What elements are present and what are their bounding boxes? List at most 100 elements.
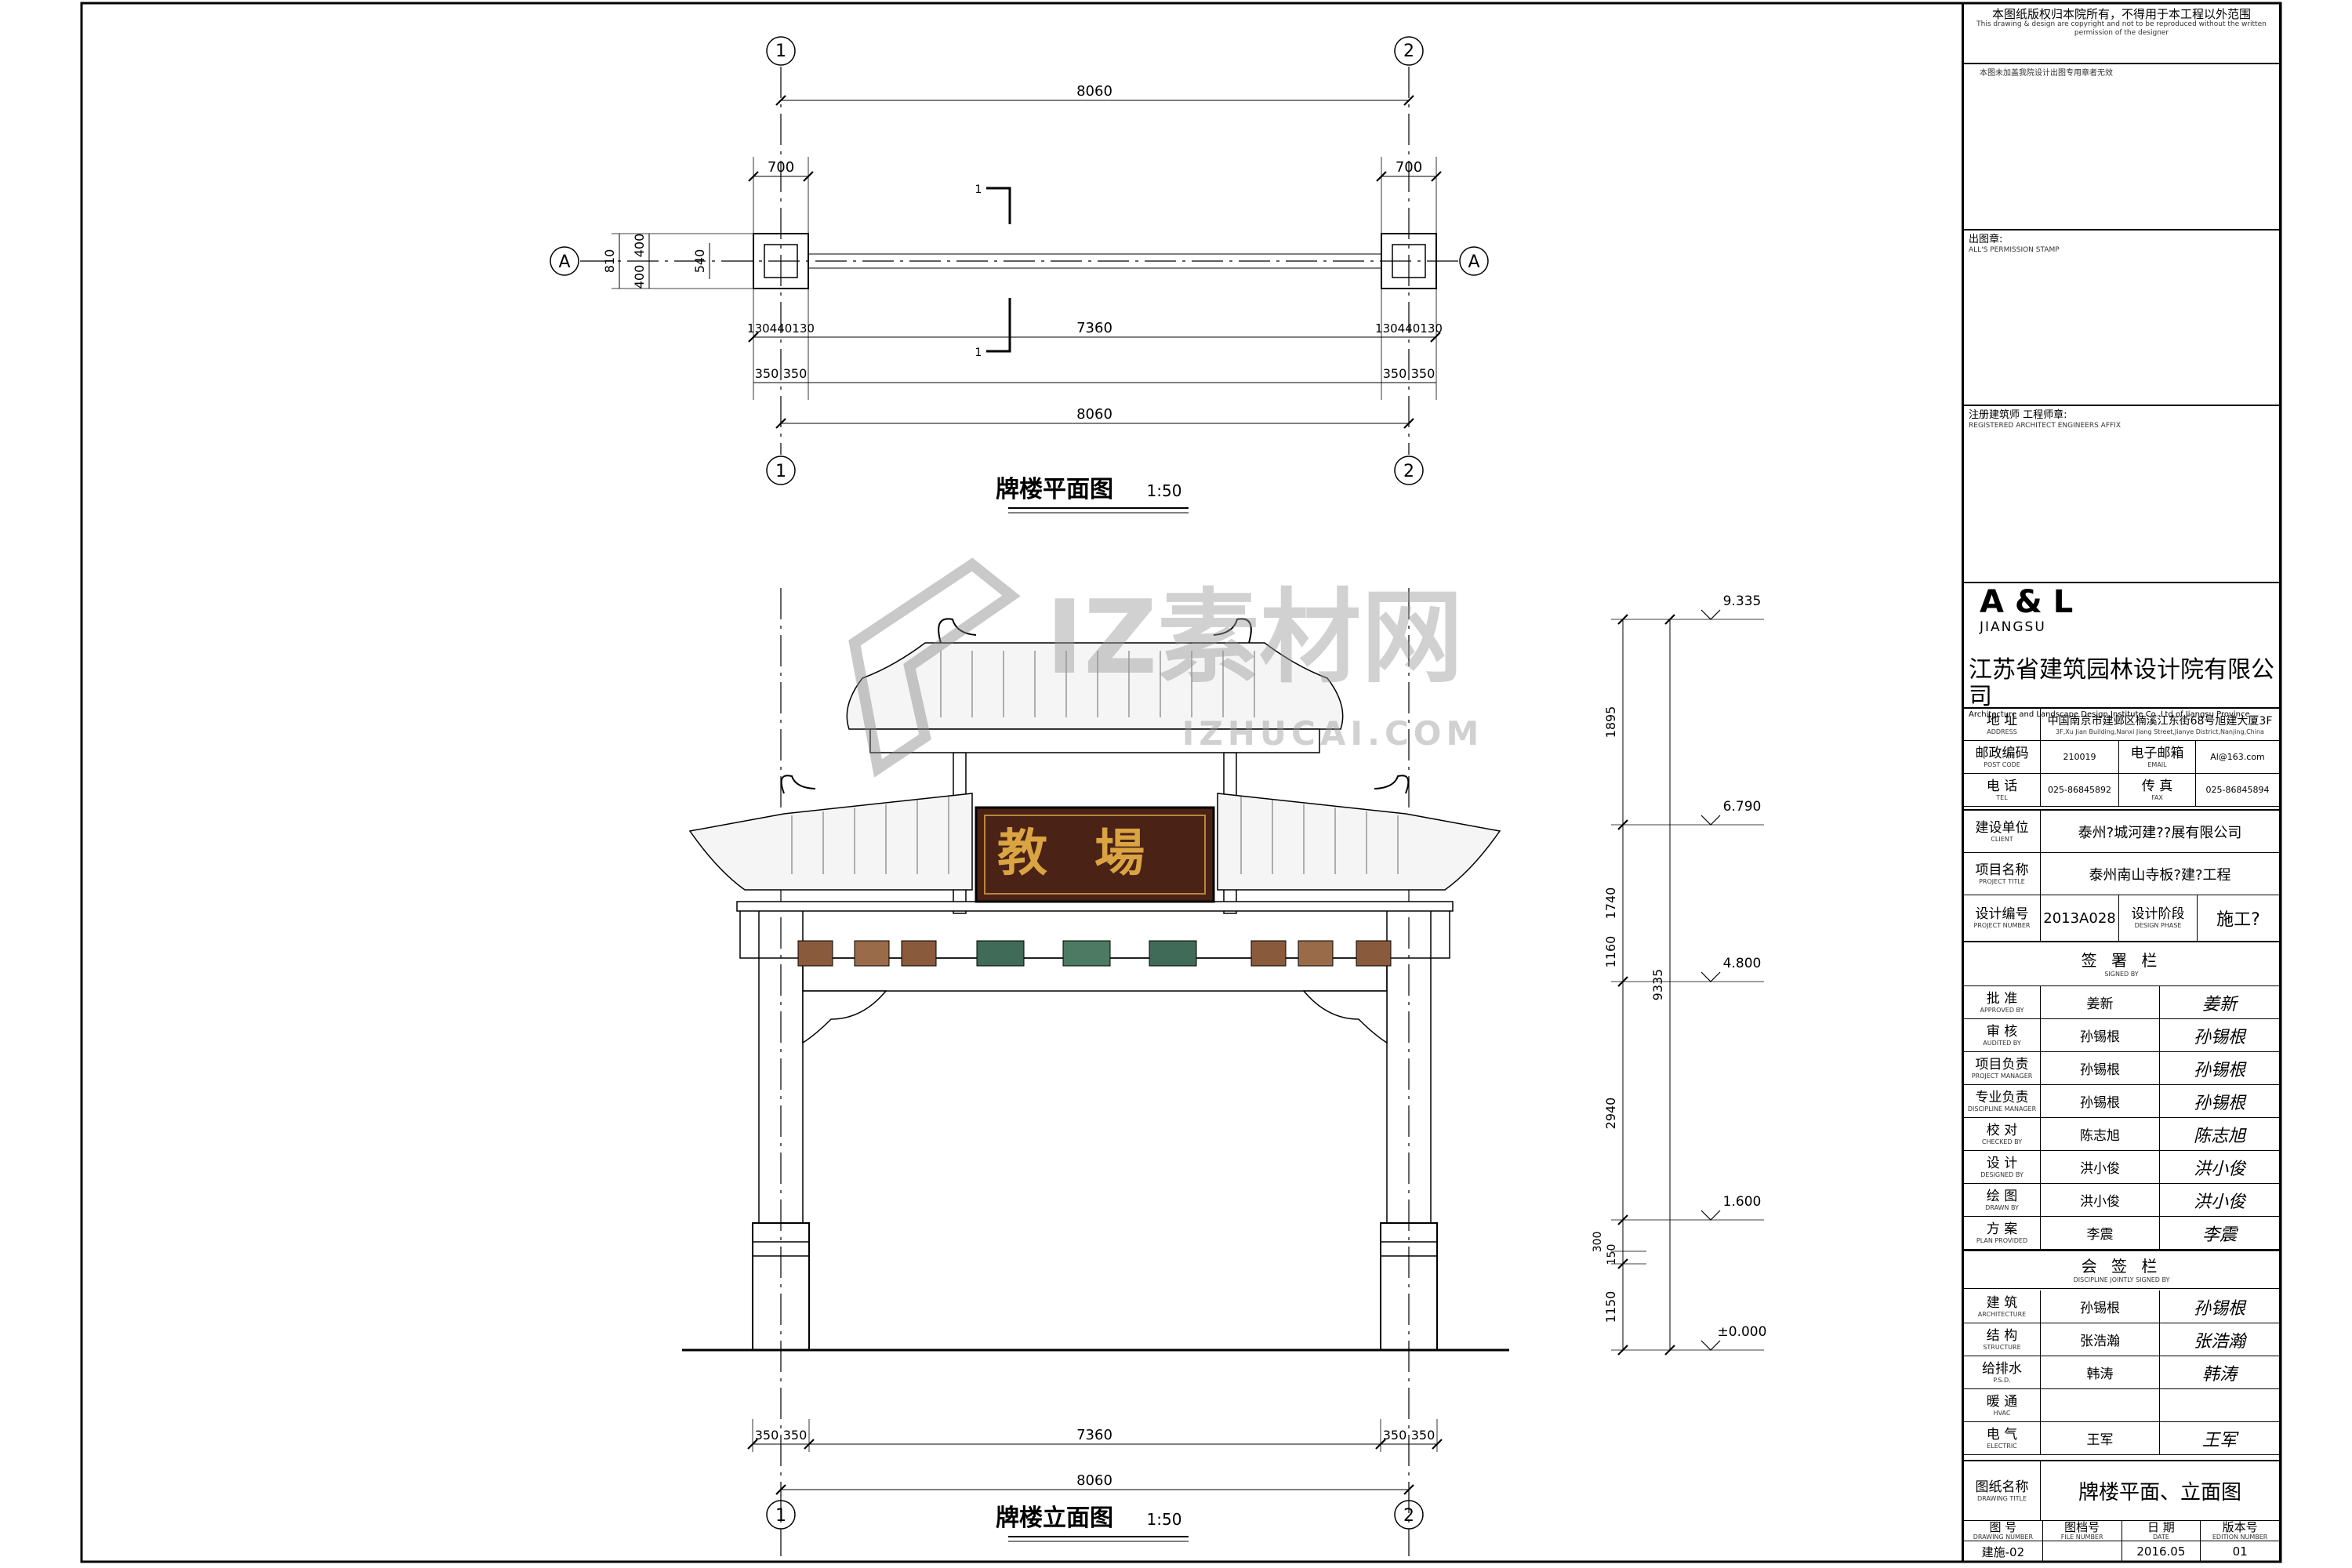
lower-ridge-ornament-right	[1374, 775, 1410, 794]
company-name-en: Architecture and Landscape Design Instit…	[1969, 710, 2250, 719]
engineer-stamp-label: 注册建筑师 工程师章:	[1969, 409, 2067, 421]
bracket-left	[802, 990, 887, 1044]
level-label: 4.800	[1723, 956, 1762, 971]
project-value: 泰州南山寺板?建?工程	[2089, 866, 2231, 884]
signature-role-en: DESIGNED BY	[1980, 1171, 2024, 1178]
signature-role: 方 案	[1986, 1221, 2018, 1237]
vdim-label: 150	[1606, 1244, 1618, 1265]
signature-role: 项目负责	[1975, 1056, 2029, 1073]
discipline-role: 结 构	[1986, 1327, 2018, 1344]
discipline-role-en: HVAC	[1993, 1409, 2011, 1417]
upper-roof	[846, 642, 1344, 730]
dim-label: 540	[692, 249, 707, 274]
elevation-title: 牌楼立面图	[996, 1504, 1113, 1532]
signed-label: 签 署 栏	[2081, 951, 2162, 970]
level-label: 9.335	[1723, 593, 1762, 609]
grid-bubble-2-elev	[1394, 1500, 1424, 1530]
lower-roof-tiles	[791, 797, 1399, 874]
fax-label: 传 真	[2141, 778, 2173, 794]
permit-stamp-label-en: ALL'S PERMISSION STAMP	[1969, 246, 2060, 254]
email-label-en: EMAIL	[2147, 760, 2167, 768]
signature-signature: 孙锡根	[2193, 1060, 2245, 1080]
section-mark-label: 1	[975, 183, 982, 196]
permit-stamp-label: 出图章:	[1969, 234, 2003, 245]
postcode-label: 邮政编码	[1975, 745, 2029, 761]
client-label-en: CLIENT	[1991, 835, 2013, 843]
company-logo-sub: JIANGSU	[1980, 619, 2046, 635]
tel-value: 025-86845892	[2048, 785, 2111, 795]
grid-label: 2	[1403, 462, 1414, 481]
frieze-lintel	[736, 901, 1454, 912]
signature-role: 审 核	[1986, 1023, 2018, 1040]
copyright-notice: 本图纸版权归本院所有，不得用于本工程以外范围	[1991, 7, 2251, 21]
lower-roof-left	[688, 793, 973, 891]
address-label-en: ADDRESS	[1987, 728, 2017, 735]
client-label: 建设单位	[1975, 819, 2029, 836]
bottom-label: 图档号	[2064, 1521, 2100, 1534]
stamp-note: 本图未加盖我院设计出图专用章者无效	[1980, 69, 2113, 78]
signature-role: 绘 图	[1986, 1188, 2018, 1204]
signature-role: 校 对	[1986, 1122, 2018, 1138]
signboard	[975, 806, 1215, 903]
grid-bubble-2-top	[1394, 36, 1424, 66]
bottom-value: 建施-02	[1981, 1544, 2025, 1559]
discipline-role-en: P.S.D.	[1993, 1376, 2011, 1384]
upper-roof-tiles	[940, 651, 1255, 717]
discipline-role: 建 筑	[1986, 1294, 2018, 1311]
watermark-url: IZHUCAI.COM	[1182, 714, 1484, 753]
dim-label: 7360	[1076, 320, 1112, 336]
watermark-brand: IZ素材网	[1046, 578, 1464, 697]
dim-label: 400	[632, 234, 647, 258]
signature-name: 李震	[2086, 1227, 2114, 1243]
company-name: 江苏省建筑园林设计院有限公司	[1969, 656, 2274, 710]
drawing-title-label: 图纸名称	[1975, 1479, 2029, 1495]
discipline-signature: 韩涛	[2201, 1364, 2237, 1385]
discipline-role-en: ELECTRIC	[1987, 1442, 2017, 1450]
grid-bubble-a-right	[1459, 246, 1489, 276]
signature-role-en: AUDITED BY	[1983, 1039, 2021, 1047]
signature-signature: 孙锡根	[2193, 1027, 2245, 1047]
dim-label: 700	[768, 159, 794, 176]
bottom-label: 图 号	[1989, 1521, 2017, 1534]
bottom-value: 2016.05	[2136, 1544, 2186, 1559]
vdim-label: 300	[1592, 1232, 1604, 1253]
signature-role: 设 计	[1986, 1155, 2018, 1171]
signature-role-en: DRAWN BY	[1985, 1203, 2019, 1211]
vdim-label: 1150	[1603, 1291, 1618, 1323]
dim-label: 350	[1383, 366, 1407, 381]
dim-label: 350	[1411, 1428, 1436, 1443]
signature-name: 洪小俊	[2080, 1194, 2120, 1210]
email-label: 电子邮箱	[2130, 745, 2184, 761]
level-markers	[1700, 609, 1721, 1351]
signature-signature: 洪小俊	[2193, 1192, 2245, 1212]
grid-bubble-1-elev	[766, 1500, 796, 1530]
discipline-signature: 王军	[2201, 1430, 2237, 1450]
elevation-scale: 1:50	[1147, 1510, 1182, 1529]
dim-label: 400	[632, 265, 647, 289]
signature-signature: 姜新	[2201, 994, 2237, 1014]
address-label: 地 址	[1986, 712, 2018, 728]
discipline-signature: 孙锡根	[2193, 1298, 2245, 1319]
project-number-value: 2013A028	[2043, 909, 2116, 927]
watermark-logo-icon	[848, 557, 1021, 778]
section-mark-label: 1	[975, 347, 982, 359]
upper-ridge-ornament-right	[1213, 618, 1252, 644]
dim-label: 130440130	[1375, 321, 1443, 336]
signature-role-en: CHECKED BY	[1981, 1138, 2023, 1145]
dim-label: 8060	[1076, 406, 1112, 423]
project-label: 项目名称	[1975, 862, 2029, 878]
fax-value: 025-86845894	[2205, 785, 2270, 795]
company-logo: A & L	[1980, 584, 2074, 620]
